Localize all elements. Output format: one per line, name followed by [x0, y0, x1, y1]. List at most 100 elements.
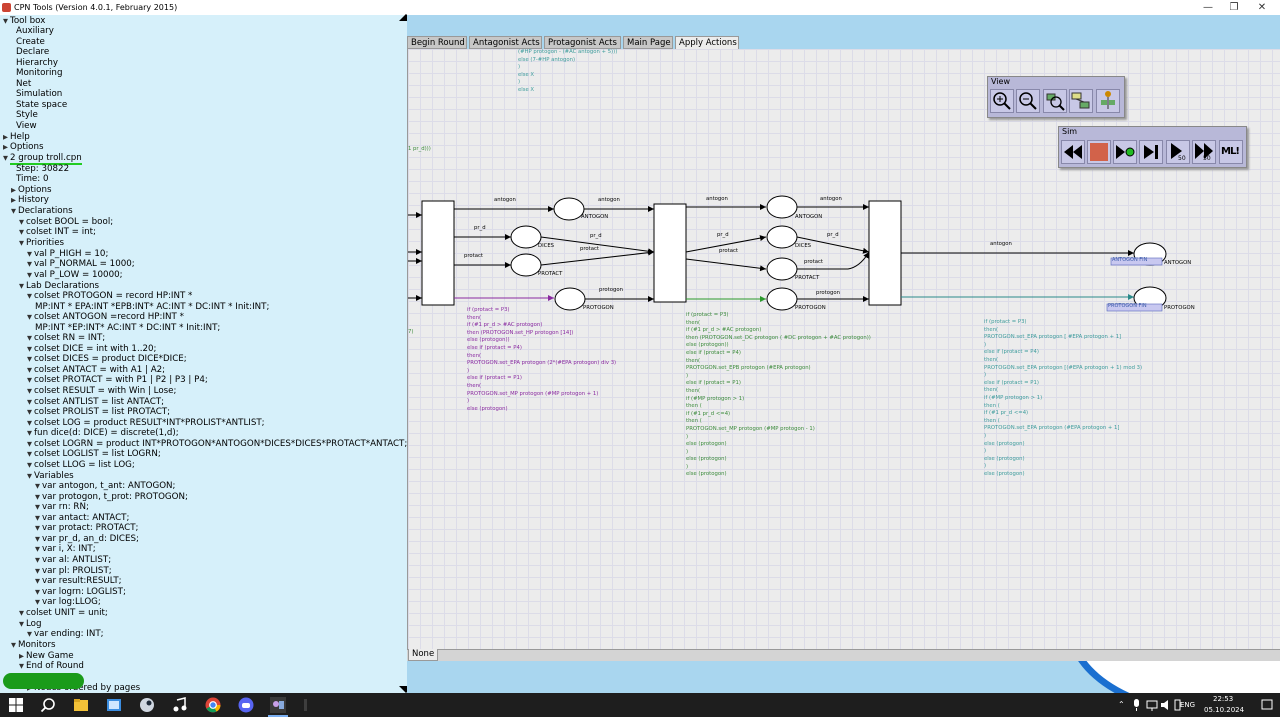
- expanded-arrow-icon[interactable]: ▼: [27, 429, 32, 437]
- tree-item[interactable]: Declare: [16, 47, 49, 57]
- cpn-tools-taskbar-icon[interactable]: [270, 697, 286, 713]
- language-indicator[interactable]: ENG: [1180, 701, 1196, 709]
- tree-item[interactable]: ▼Declarations: [11, 206, 73, 216]
- tree-item[interactable]: ▼var i, X: INT;: [35, 544, 96, 554]
- tree-item[interactable]: ▼var result:RESULT;: [35, 576, 122, 586]
- tree-item[interactable]: ▼val P_LOW = 10000;: [27, 270, 123, 280]
- collapsed-arrow-icon[interactable]: ▶: [19, 652, 24, 660]
- play-icon[interactable]: [1113, 140, 1137, 164]
- collapsed-arrow-icon[interactable]: ▶: [3, 133, 8, 141]
- tree-item[interactable]: ▼colset PROLIST = list PROTACT;: [27, 407, 170, 417]
- scroll-up-arrow[interactable]: [399, 14, 413, 21]
- tree-item[interactable]: ▼colset ANTLIST = list ANTACT;: [27, 397, 164, 407]
- fit-icon[interactable]: [1043, 89, 1067, 113]
- expanded-arrow-icon[interactable]: ▼: [35, 588, 40, 596]
- expanded-arrow-icon[interactable]: ▼: [27, 260, 32, 268]
- expanded-arrow-icon[interactable]: ▼: [27, 250, 32, 258]
- expanded-arrow-icon[interactable]: ▼: [27, 461, 32, 469]
- tree-item[interactable]: ▼colset BOOL = bool;: [19, 217, 113, 227]
- tree-item[interactable]: ▼Tool box: [3, 16, 45, 26]
- pinned-app-icon[interactable]: [302, 697, 318, 713]
- expanded-arrow-icon[interactable]: ▼: [27, 292, 32, 300]
- tree-item[interactable]: ▼colset INT = int;: [19, 227, 96, 237]
- tree-item[interactable]: Style: [16, 110, 38, 120]
- discord-icon[interactable]: [238, 697, 254, 713]
- tree-item[interactable]: ▼2 group troll.cpn: [3, 153, 82, 165]
- expanded-arrow-icon[interactable]: ▼: [19, 218, 24, 226]
- rewind-icon[interactable]: [1061, 140, 1085, 164]
- expanded-arrow-icon[interactable]: ▼: [35, 493, 40, 501]
- group-icon[interactable]: [1069, 89, 1093, 113]
- tree-item[interactable]: ▼Priorities: [19, 238, 64, 248]
- tree-item[interactable]: Hierarchy: [16, 58, 58, 68]
- tree-item[interactable]: ▼Lab Declarations: [19, 281, 99, 291]
- expanded-arrow-icon[interactable]: ▼: [19, 239, 24, 247]
- tree-item[interactable]: ▼colset RESULT = with Win | Lose;: [27, 386, 176, 396]
- windows-start-icon[interactable]: [8, 697, 24, 713]
- chrome-icon[interactable]: [205, 697, 221, 713]
- tree-item[interactable]: ▼colset LOGLIST = list LOGRN;: [27, 449, 161, 459]
- tree-item[interactable]: ▼var antogon, t_ant: ANTOGON;: [35, 481, 175, 491]
- tree-item[interactable]: ▼val P_NORMAL = 1000;: [27, 259, 135, 269]
- network-icon[interactable]: [1146, 698, 1158, 712]
- tree-item[interactable]: Net: [16, 79, 31, 89]
- expanded-arrow-icon[interactable]: ▼: [3, 154, 8, 162]
- tree-item[interactable]: Simulation: [16, 89, 62, 99]
- tree-item[interactable]: ▼var antact: ANTACT;: [35, 513, 129, 523]
- expanded-arrow-icon[interactable]: ▼: [27, 450, 32, 458]
- tree-item[interactable]: ▼colset LOG = product RESULT*INT*PROLIST…: [27, 418, 265, 428]
- tree-item[interactable]: Time: 0: [16, 174, 48, 184]
- tab-apply-actions[interactable]: Apply Actions: [675, 36, 739, 49]
- tab-antagonist-acts[interactable]: Antagonist Acts: [469, 36, 542, 49]
- close-button[interactable]: ✕: [1257, 2, 1267, 13]
- tree-item[interactable]: ▼colset RN = INT;: [27, 333, 105, 343]
- battery-icon[interactable]: [1174, 698, 1182, 712]
- expanded-arrow-icon[interactable]: ▼: [35, 482, 40, 490]
- search-icon[interactable]: [40, 697, 56, 713]
- tree-item[interactable]: Monitoring: [16, 68, 62, 78]
- expanded-arrow-icon[interactable]: ▼: [19, 609, 24, 617]
- tree-item[interactable]: MP:INT *EP:INT* AC:INT * DC:INT * Init:I…: [35, 323, 220, 333]
- expanded-arrow-icon[interactable]: ▼: [35, 524, 40, 532]
- collapsed-arrow-icon[interactable]: ▶: [11, 186, 16, 194]
- expanded-arrow-icon[interactable]: ▼: [35, 598, 40, 606]
- expanded-arrow-icon[interactable]: ▼: [27, 366, 32, 374]
- expanded-arrow-icon[interactable]: ▼: [27, 398, 32, 406]
- expanded-arrow-icon[interactable]: ▼: [27, 345, 32, 353]
- tab-main-page[interactable]: Main Page: [623, 36, 673, 49]
- tree-item[interactable]: ▼colset PROTACT = with P1 | P2 | P3 | P4…: [27, 375, 208, 385]
- tree-item[interactable]: ▶New Game: [19, 651, 74, 661]
- expanded-arrow-icon[interactable]: ▼: [35, 503, 40, 511]
- tree-item[interactable]: ▼colset ANTACT = with A1 | A2;: [27, 365, 165, 375]
- tree-item[interactable]: ▼colset DICE = int with 1..20;: [27, 344, 156, 354]
- tree-item[interactable]: ▼var protact: PROTACT;: [35, 523, 138, 533]
- tree-item[interactable]: ▼End of Round: [19, 661, 84, 671]
- expanded-arrow-icon[interactable]: ▼: [27, 419, 32, 427]
- expanded-arrow-icon[interactable]: ▼: [35, 556, 40, 564]
- tree-item[interactable]: ▼var pl: PROLIST;: [35, 566, 112, 576]
- tree-item[interactable]: ▼colset DICES = product DICE*DICE;: [27, 354, 187, 364]
- tree-item[interactable]: State space: [16, 100, 67, 110]
- step-icon[interactable]: [1139, 140, 1163, 164]
- expanded-arrow-icon[interactable]: ▼: [35, 577, 40, 585]
- tree-item[interactable]: View: [16, 121, 37, 131]
- tree-item[interactable]: ▼Log: [19, 619, 42, 629]
- tab-begin-round[interactable]: Begin Round: [407, 36, 467, 49]
- tree-item[interactable]: ▼var ending: INT;: [27, 629, 104, 639]
- tree-item[interactable]: Auxiliary: [16, 26, 54, 36]
- music-icon[interactable]: [172, 697, 188, 713]
- collapsed-arrow-icon[interactable]: ▶: [11, 196, 16, 204]
- expanded-arrow-icon[interactable]: ▼: [11, 641, 16, 649]
- expanded-arrow-icon[interactable]: ▼: [19, 228, 24, 236]
- expanded-arrow-icon[interactable]: ▼: [27, 387, 32, 395]
- expanded-arrow-icon[interactable]: ▼: [27, 355, 32, 363]
- steam-icon[interactable]: [139, 697, 155, 713]
- fast-forward-icon[interactable]: 50: [1192, 140, 1216, 164]
- file-explorer-icon[interactable]: [73, 697, 89, 713]
- volume-icon[interactable]: [1160, 698, 1172, 712]
- collapsed-arrow-icon[interactable]: ▶: [3, 143, 8, 151]
- tree-item[interactable]: ▼Monitors: [11, 640, 56, 650]
- tree-item[interactable]: ▼colset ANTOGON =record HP:INT *: [27, 312, 184, 322]
- tree-item[interactable]: ▼val P_HIGH = 10;: [27, 249, 108, 259]
- tray-chevron-icon[interactable]: ⌃: [1118, 700, 1125, 709]
